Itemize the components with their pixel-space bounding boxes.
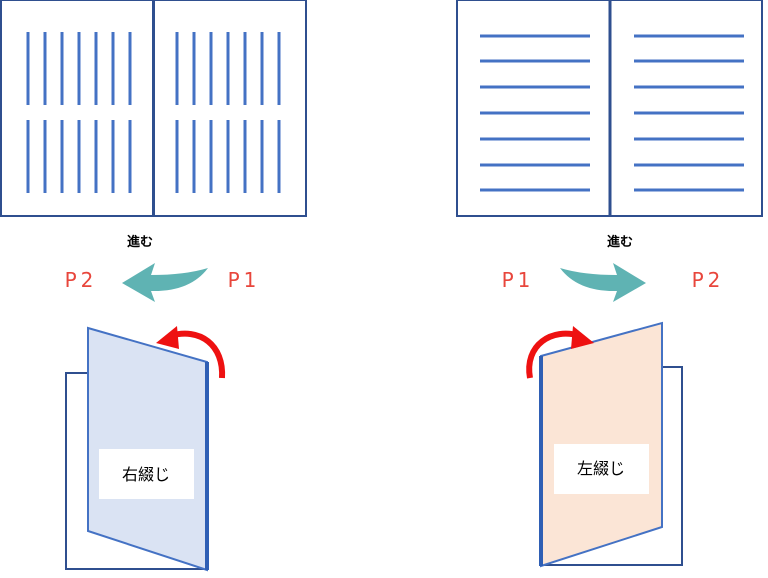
- horizontal-text-lines: [480, 34, 744, 192]
- binding-label: 右綴じ: [122, 465, 170, 484]
- page-label-p2: P 2: [692, 268, 721, 292]
- left-binding-illustration: 左綴じ: [526, 321, 683, 568]
- arrow-left-icon: [122, 263, 208, 302]
- curl-arrow-head: [156, 326, 179, 349]
- curl-arrow-head: [571, 326, 594, 349]
- horizontal-text-book: [456, 0, 763, 217]
- vertical-text-book: [0, 0, 307, 217]
- binding-label-box: [99, 449, 194, 499]
- curl-arrow-icon: [526, 330, 581, 379]
- arrow-right-icon: [560, 263, 646, 302]
- direction-label: 進む: [127, 234, 153, 250]
- right-binding-illustration: 右綴じ: [65, 326, 226, 572]
- page-label-p1: P 1: [502, 268, 531, 292]
- page-label-p2: P 2: [65, 268, 94, 292]
- page-label-p1: P 1: [228, 268, 257, 292]
- direction-label: 進む: [607, 234, 633, 250]
- binding-label: 左綴じ: [577, 459, 625, 478]
- vertical-text-lines: [26, 32, 281, 193]
- binding-label-box: [554, 444, 649, 494]
- curl-arrow-icon: [169, 330, 226, 379]
